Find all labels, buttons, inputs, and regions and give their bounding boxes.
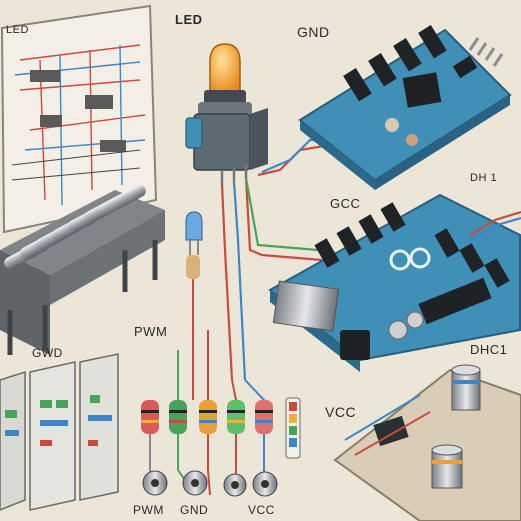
resistors xyxy=(141,400,273,434)
label-gcc: GCC xyxy=(330,196,361,211)
small-led xyxy=(185,211,203,400)
microcontroller-board-main xyxy=(268,193,521,372)
label-pwm-mid: PWM xyxy=(134,324,168,339)
label-vcc-right: VCC xyxy=(325,404,357,420)
label-vcc-bottom: VCC xyxy=(248,503,275,517)
label-gnd-bottom: GND xyxy=(180,503,209,517)
label-led-left: LED xyxy=(6,24,29,36)
microcontroller-board-top xyxy=(298,25,512,190)
label-dh1: DH 1 xyxy=(470,172,498,184)
label-pwm-bottom: PWM xyxy=(133,503,164,517)
led-wires xyxy=(220,138,334,381)
right-cable xyxy=(469,210,521,241)
label-led-top: LED xyxy=(175,12,203,27)
sensor-board xyxy=(333,364,521,521)
led-module xyxy=(185,43,268,185)
control-cabinets xyxy=(0,353,119,511)
label-dhc1: DHC1 xyxy=(470,342,508,357)
label-gnd-top: GND xyxy=(297,24,330,40)
connectors xyxy=(142,470,278,497)
bar-indicator xyxy=(285,397,301,459)
conveyor-belt xyxy=(0,185,165,355)
schematic-panel xyxy=(0,4,158,234)
label-gwd: GWD xyxy=(32,346,63,360)
